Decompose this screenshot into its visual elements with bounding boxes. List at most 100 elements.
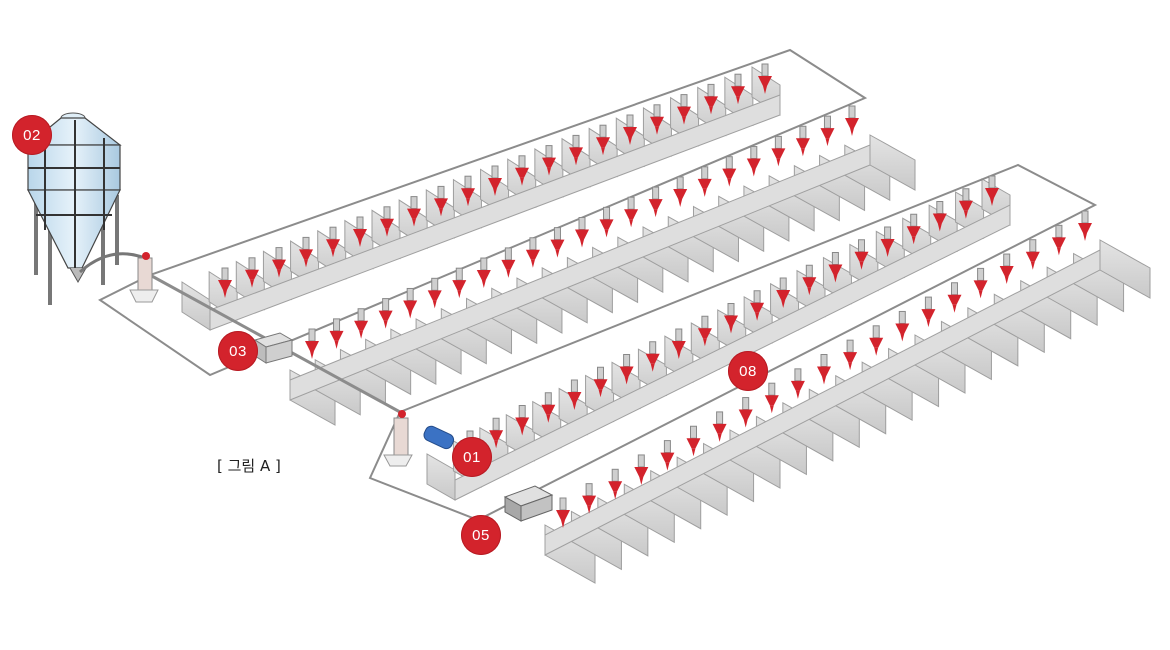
trough: [289, 144, 871, 401]
feeder-pan-icon: [634, 454, 649, 485]
feeder-pan-icon: [1051, 224, 1066, 256]
feeder-pan-icon: [686, 425, 701, 457]
feeder-pan-icon: [1025, 239, 1040, 270]
feeder-pan-icon: [828, 252, 843, 283]
feeder-pan-icon: [326, 226, 340, 258]
feeder-pan-icon: [746, 146, 761, 177]
marker-08: 08: [728, 351, 768, 391]
feeder-pan-icon: [608, 468, 623, 500]
feeder-pan-icon: [820, 115, 835, 147]
feeder-pan-icon: [624, 196, 639, 228]
feeder-pan-icon: [660, 440, 675, 471]
feeder-pan-icon: [245, 257, 259, 288]
feeder-pan-icon: [731, 73, 745, 105]
trough: [209, 94, 781, 331]
feeder-pan-icon: [434, 185, 448, 217]
feeder-pan-icon: [985, 175, 999, 206]
feeder-pan-icon: [999, 253, 1014, 285]
feeder-pan-icon: [947, 282, 962, 313]
feeder-pan-icon: [697, 166, 712, 197]
feeder-pan-icon: [567, 379, 582, 410]
feeder-pan-icon: [305, 328, 319, 359]
feeder-pan-icon: [895, 310, 910, 342]
feeder-pan-icon: [488, 165, 502, 196]
feeder-pan-icon: [354, 308, 369, 339]
feeder-pan-icon: [854, 239, 869, 270]
feeder-pan-icon: [776, 277, 791, 308]
feeder-pan-icon: [489, 417, 504, 449]
feeder-pan-icon: [541, 392, 556, 423]
feeder-pan-icon: [750, 290, 765, 321]
feeder-pan-icon: [427, 277, 442, 309]
drive-unit-icon: [383, 410, 413, 467]
feeder-pan-icon: [973, 267, 988, 299]
feeder-pan-icon: [550, 227, 565, 258]
feeder-pan-icon: [869, 325, 884, 356]
feeder-pan-icon: [403, 287, 418, 319]
control-box-icon: [503, 485, 554, 522]
feeder-pan-icon: [921, 296, 936, 328]
marker-01: 01: [452, 437, 492, 477]
feeder-pan-icon: [843, 339, 858, 371]
feeder-pan-icon: [958, 188, 973, 219]
feeder-pan-icon: [272, 247, 286, 278]
trough: [544, 249, 1101, 556]
control-box-icon: [253, 332, 294, 364]
feeder-pan-icon: [712, 411, 727, 442]
feeder-pan-icon: [932, 201, 947, 232]
motor-icon: [423, 425, 455, 450]
feeder-pan-icon: [515, 405, 530, 436]
feeder-pan-icon: [771, 135, 786, 167]
feeder-pan-icon: [645, 341, 660, 372]
feeder-pan-icon: [704, 83, 718, 115]
pen-partition: [426, 453, 456, 501]
feeder-pan-icon: [764, 382, 779, 414]
feeder-pan-icon: [353, 216, 367, 247]
feeder-pan-icon: [542, 145, 556, 176]
drive-unit-icon: [129, 252, 159, 303]
feeder-pan-icon: [599, 206, 614, 238]
feeder-pan-icon: [1078, 210, 1092, 241]
feeder-pan-icon: [623, 114, 637, 145]
figure-caption: [ 그림 A ]: [217, 457, 281, 475]
feeder-pan-icon: [724, 303, 738, 334]
feeder-pan-icon: [758, 63, 772, 94]
trough: [454, 204, 1011, 501]
feeder-pan-icon: [596, 124, 610, 156]
feeder-pan-icon: [218, 267, 232, 298]
marker-05: 05: [461, 515, 501, 555]
feeder-pan-icon: [593, 366, 608, 398]
feeder-pan-icon: [671, 328, 686, 359]
feeder-pan-icon: [556, 497, 570, 528]
marker-02: 02: [12, 115, 52, 155]
feeder-pan-icon: [677, 94, 691, 125]
feeder-pan-icon: [817, 354, 831, 385]
feeder-pan-icon: [299, 236, 313, 268]
feeder-pan-icon: [802, 264, 817, 296]
feeder-pan-icon: [738, 397, 753, 428]
pen-partitions: [181, 66, 1151, 584]
feeder-pan-icon: [790, 368, 805, 399]
feeder-pan-icon: [722, 156, 737, 187]
feeder-pan-icon: [697, 315, 712, 347]
feeder-pan-icon: [619, 354, 634, 385]
feeder-pan-icon: [452, 267, 467, 299]
feeder-pan-icon: [380, 206, 394, 237]
feeder-pan-icon: [569, 134, 583, 166]
feeder-pan-icon: [329, 318, 344, 349]
feeder-pan-icon: [378, 298, 393, 329]
feeder-pan-icon: [461, 175, 475, 207]
feeder-pan-icon: [575, 217, 589, 248]
feeder-pan-icon: [476, 257, 491, 289]
feeder-pan-icon: [845, 105, 859, 136]
marker-03: 03: [218, 331, 258, 371]
feeder-pan-icon: [648, 186, 663, 218]
feeder-pan-icon: [525, 237, 540, 268]
feeder-pan-icon: [906, 213, 921, 245]
feeder-pan-icon: [880, 226, 895, 257]
feeder-pan-icon: [582, 483, 597, 514]
feeder-pan-icon: [407, 196, 421, 227]
feeder-pan-icon: [795, 125, 810, 157]
feeder-pan-icon: [501, 247, 516, 278]
